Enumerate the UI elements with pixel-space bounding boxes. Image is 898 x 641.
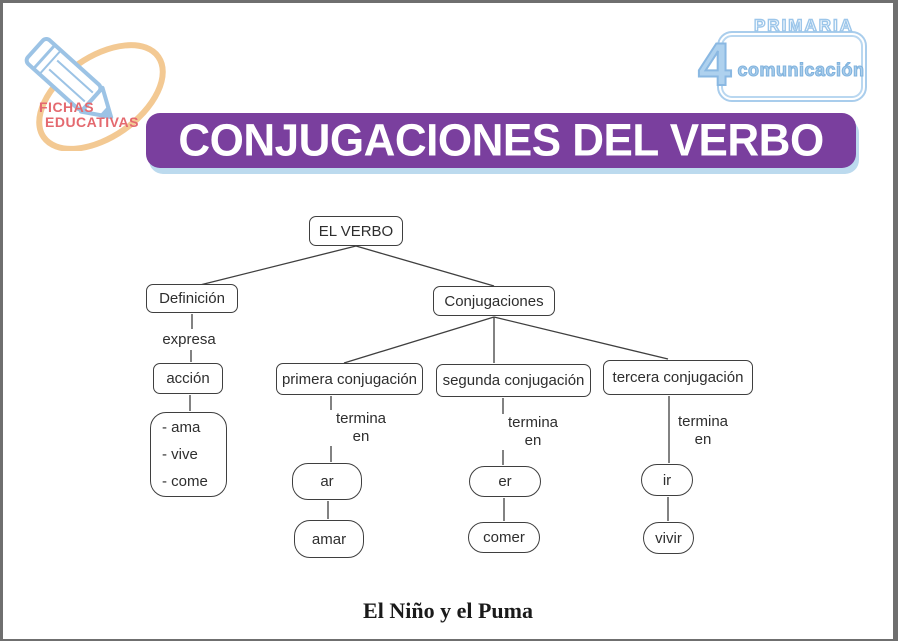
node-ending-er: er	[469, 466, 541, 497]
edge-label-termina-en-2: termina en	[501, 414, 565, 450]
node-definicion: Definición	[146, 284, 238, 313]
termina-text: termina	[507, 414, 559, 431]
title-banner: CONJUGACIONES DEL VERBO	[146, 113, 856, 168]
node-definition-examples: - ama - vive - come	[150, 412, 227, 497]
termina-text: termina	[335, 410, 387, 427]
brand-left-line2: EDUCATIVAS	[45, 114, 139, 130]
example-item: - come	[162, 473, 208, 490]
node-tercera-conjugacion: tercera conjugación	[603, 360, 753, 395]
en-text: en	[694, 431, 712, 448]
fichas-educativas-logo: FICHAS EDUCATIVAS	[11, 21, 181, 151]
example-item: - vive	[162, 446, 198, 463]
termina-text: termina	[677, 413, 729, 430]
footer-caption: El Niño y el Puma	[363, 598, 533, 623]
node-accion: acción	[153, 363, 223, 394]
edge-label-termina-en-3: termina en	[671, 413, 735, 449]
node-segunda-conjugacion: segunda conjugación	[436, 364, 591, 397]
node-ending-ar: ar	[292, 463, 362, 500]
concept-map: EL VERBO Definición Conjugaciones expres…	[3, 3, 893, 639]
node-primera-conjugacion: primera conjugación	[276, 363, 423, 395]
brand-left-line1: FICHAS	[39, 99, 95, 115]
edge-label-expresa: expresa	[154, 331, 224, 349]
example-item: - ama	[162, 419, 201, 436]
badge-grade-number: 4	[697, 31, 732, 98]
badge-frame-inner	[721, 35, 863, 98]
en-text: en	[524, 432, 542, 449]
node-example-amar: amar	[294, 520, 364, 558]
badge-subject-label: comunicación	[737, 60, 865, 81]
badge-frame	[717, 31, 867, 102]
node-ending-ir: ir	[641, 464, 693, 496]
node-example-vivir: vivir	[643, 522, 694, 554]
primaria-comunicacion-badge: PRIMARIA 4 comunicación	[697, 11, 878, 111]
en-text: en	[352, 428, 370, 445]
node-el-verbo: EL VERBO	[309, 216, 403, 246]
pencil-logo-icon	[24, 37, 166, 151]
node-example-comer: comer	[468, 522, 540, 553]
node-conjugaciones: Conjugaciones	[433, 286, 555, 316]
badge-level-label: PRIMARIA	[753, 15, 855, 35]
page-title: CONJUGACIONES DEL VERBO	[178, 114, 824, 166]
connector-lines	[189, 245, 670, 521]
edge-label-termina-en-1: termina en	[329, 410, 393, 446]
